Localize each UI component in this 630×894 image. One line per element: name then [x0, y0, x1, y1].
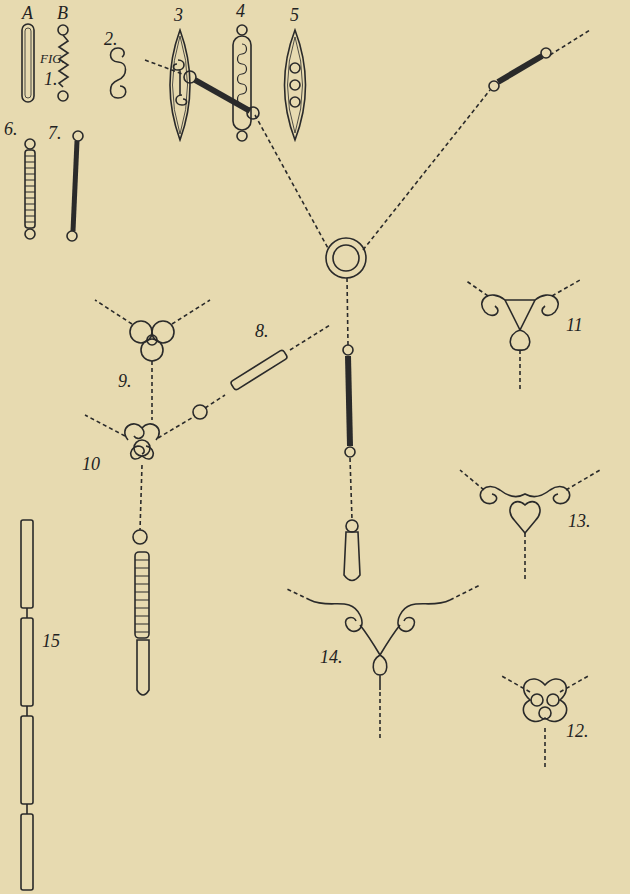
oval-link: [22, 24, 34, 102]
trefoil-ring-joint: [95, 300, 210, 420]
figure-number: 2.: [104, 30, 118, 48]
oval-link-inner: [25, 28, 31, 98]
figure-number: 12.: [566, 722, 589, 740]
figure-number: 14.: [320, 648, 343, 666]
trefoil-joint: [500, 675, 590, 770]
scroll-link-with-rings: [233, 25, 251, 141]
s-scroll-link: [111, 48, 126, 98]
lens-scroll-link: [170, 30, 190, 140]
heart-scroll-joint: [460, 470, 600, 580]
coil-link: [25, 139, 35, 239]
figure-number: 5: [290, 6, 299, 24]
figure-number: 9.: [118, 372, 132, 390]
bar-link: [67, 131, 83, 241]
figure-number: 1.: [44, 70, 58, 88]
scroll-joint-coil-chain: [85, 325, 330, 695]
figure-number: 13.: [568, 512, 591, 530]
s-scroll-end: [118, 48, 124, 57]
scroll-pendant-joint: [285, 585, 480, 740]
ring-pendant-chain: [145, 30, 590, 581]
figure-number: 8.: [255, 322, 269, 340]
figure-label: FIG.: [40, 52, 65, 65]
segmented-bar-chain: [21, 520, 33, 890]
lens-bead-link: [285, 30, 306, 140]
triangle-scroll-joint: [465, 280, 580, 390]
figure-number: 11: [566, 316, 583, 334]
figure-number: 15: [42, 632, 60, 650]
figure-number: 6.: [4, 120, 18, 138]
letter-label: B: [57, 4, 68, 22]
figure-number: 4: [236, 2, 245, 20]
figure-number: 10: [82, 455, 100, 473]
figure-number: 7.: [48, 124, 62, 142]
letter-label: A: [22, 4, 33, 22]
figure-number: 3: [174, 6, 183, 24]
